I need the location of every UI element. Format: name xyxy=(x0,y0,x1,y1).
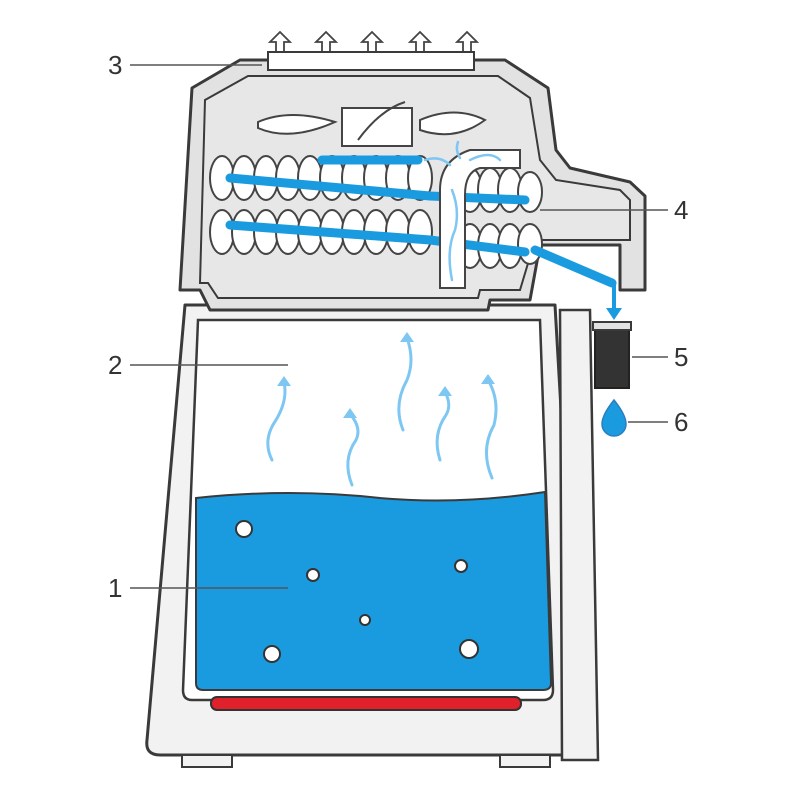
leader-lines xyxy=(130,64,668,589)
steam-wisp-icon xyxy=(485,378,498,480)
exhaust-arrow-icon xyxy=(407,30,433,53)
fan-hub xyxy=(341,107,413,147)
steam-arrowhead xyxy=(481,374,495,384)
steam-arrowhead xyxy=(438,386,452,396)
foot-left xyxy=(181,754,233,768)
steam-arrowheads xyxy=(277,332,495,418)
pipe-upper xyxy=(225,173,530,205)
callout-water: 1 xyxy=(108,573,122,603)
bubble xyxy=(459,639,479,659)
steam-wisp-icon xyxy=(435,390,451,462)
foot-right xyxy=(499,754,551,768)
water-drop-icon xyxy=(601,398,627,437)
pipe-lower xyxy=(225,220,530,257)
bubble xyxy=(359,614,371,626)
exhaust-arrow-icon xyxy=(359,30,385,53)
steam-wisps xyxy=(266,336,498,487)
callout-fan-vent: 3 xyxy=(108,50,122,80)
fan xyxy=(257,101,487,147)
water-body xyxy=(195,490,553,691)
exhaust-arrow-icon xyxy=(313,30,339,53)
steam-arrowhead xyxy=(343,408,357,418)
exhaust-arrow-icon xyxy=(267,30,293,53)
steam-arrowhead xyxy=(277,376,291,386)
bubbles xyxy=(235,520,479,663)
riser-steam xyxy=(423,140,502,282)
fan-blade-center xyxy=(357,101,406,141)
spout-column xyxy=(558,308,600,762)
exhaust-arrow-icon xyxy=(454,30,480,53)
bubble xyxy=(235,520,253,538)
steam-arrowhead xyxy=(400,332,414,342)
steam-wisp-icon xyxy=(346,412,360,487)
fan-vent-plate xyxy=(267,51,475,71)
callout-boiling-chamber: 2 xyxy=(108,350,122,380)
exhaust-arrows xyxy=(267,30,480,53)
coil-pipes xyxy=(225,155,617,288)
pipe-drain xyxy=(530,245,617,288)
callout-condensing-coil: 4 xyxy=(674,195,688,225)
filter-cap xyxy=(592,321,632,331)
steam-riser xyxy=(439,149,521,289)
callout-carbon-filter: 5 xyxy=(674,342,688,372)
riser-steam-wisp xyxy=(423,157,452,167)
drip-arrow-head xyxy=(606,308,622,320)
riser-steam-wisp xyxy=(468,153,502,162)
fan-blade-left xyxy=(257,114,338,135)
bubble xyxy=(263,645,281,663)
bubble xyxy=(454,559,468,573)
fan-blade-right xyxy=(419,111,487,136)
heating-element xyxy=(210,696,522,711)
steam-wisp-icon xyxy=(397,336,413,432)
riser-steam-wisp xyxy=(448,188,459,282)
steam-wisp-icon xyxy=(266,380,287,462)
callout-distilled-drop: 6 xyxy=(674,407,688,437)
bubble xyxy=(306,568,320,582)
carbon-filter xyxy=(594,327,630,389)
riser-steam-wisp xyxy=(455,140,462,160)
